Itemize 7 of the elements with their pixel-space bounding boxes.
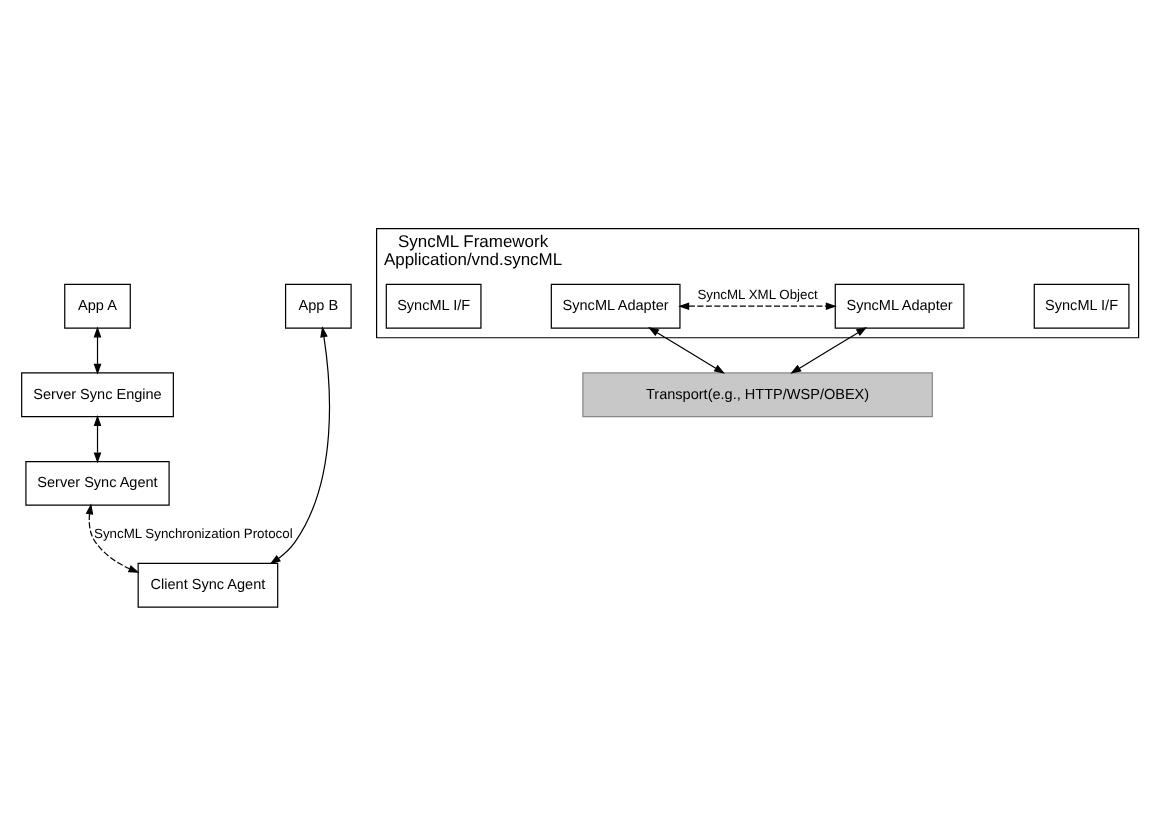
arrow xyxy=(790,326,868,373)
arrow xyxy=(269,325,331,564)
arrow xyxy=(648,326,725,373)
arrow xyxy=(93,414,102,463)
arrow xyxy=(678,301,837,310)
arrow xyxy=(93,325,102,374)
arrow xyxy=(85,502,140,572)
